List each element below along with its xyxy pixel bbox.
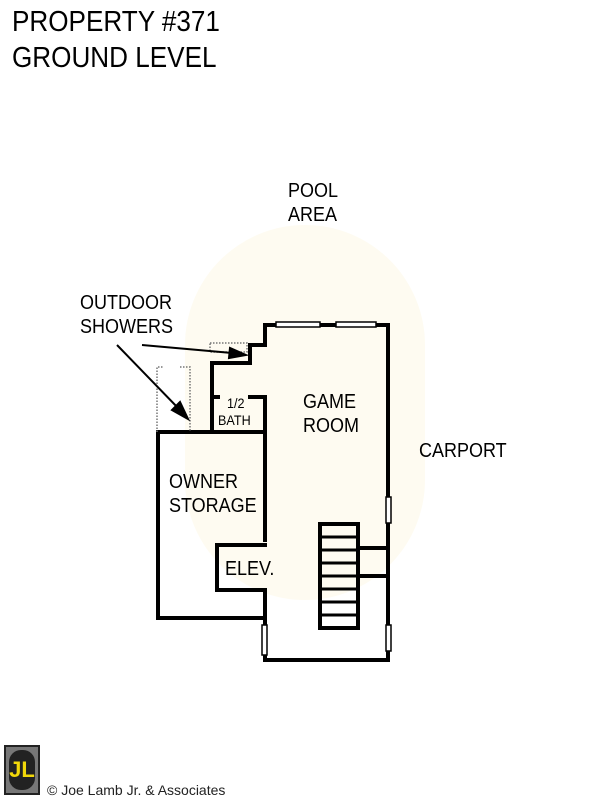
wall-bath: [210, 361, 252, 434]
windows: [261, 321, 392, 656]
copyright-text: © Joe Lamb Jr. & Associates: [47, 782, 226, 798]
stair-treads: [320, 535, 358, 617]
label-pool-area-1: POOL: [288, 180, 339, 202]
label-carport: CARPORT: [419, 440, 507, 462]
label-pool-area-2: AREA: [288, 204, 338, 226]
level-title: GROUND LEVEL: [12, 42, 217, 74]
label-half-bath-1: 1/2: [227, 395, 245, 411]
company-logo: JL: [4, 745, 40, 795]
logo-mark: JL: [9, 750, 35, 790]
wall-top-step: [248, 323, 390, 662]
label-elevator: ELEV.: [225, 558, 275, 580]
wall-elevator: [215, 543, 267, 592]
watermark: [185, 225, 425, 600]
label-half-bath-2: BATH: [218, 412, 251, 428]
label-owner-storage-2: STORAGE: [169, 495, 257, 517]
property-title: PROPERTY #371: [12, 6, 220, 38]
wall-owner-storage: [156, 430, 267, 620]
label-game-room-1: GAME: [303, 391, 357, 413]
label-owner-storage-1: OWNER: [169, 471, 239, 493]
label-game-room-2: ROOM: [303, 415, 359, 437]
label-outdoor-showers-2: SHOWERS: [80, 316, 174, 338]
pointer-arrows: [116, 344, 250, 422]
label-outdoor-showers-1: OUTDOOR: [80, 292, 172, 314]
